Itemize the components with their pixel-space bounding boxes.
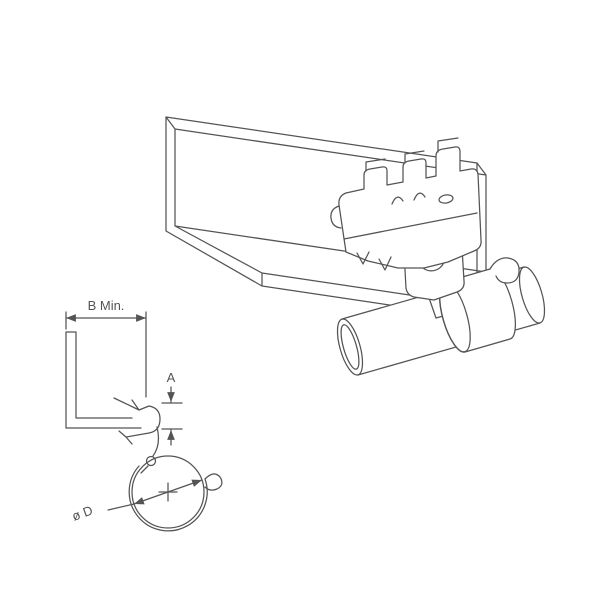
pipe-end-left-outer [336,318,364,376]
dim-d-label: ø D [70,503,95,524]
dimensions: B Min. A ø D [65,298,203,524]
flange-clip-slot-oval [438,194,454,204]
isometric-view [165,116,546,376]
clip-profile [113,397,223,532]
angle-profile [65,331,142,429]
dim-d-line [133,479,203,505]
dim-a-label: A [167,370,176,385]
flange-clip-details [330,137,478,271]
pipe-end-right [518,266,546,324]
conduit-clip-curl [489,257,520,284]
dim-a-extension-lines [161,402,183,430]
dim-b-label: B Min. [88,298,125,313]
dim-d-leader-tail [107,503,135,511]
pipe-circle [131,455,205,529]
dim-b-extension-lines [65,311,147,398]
clip-screw [145,455,157,467]
flange-clip-body [338,146,482,269]
pipe-end-left-inner [340,324,360,370]
